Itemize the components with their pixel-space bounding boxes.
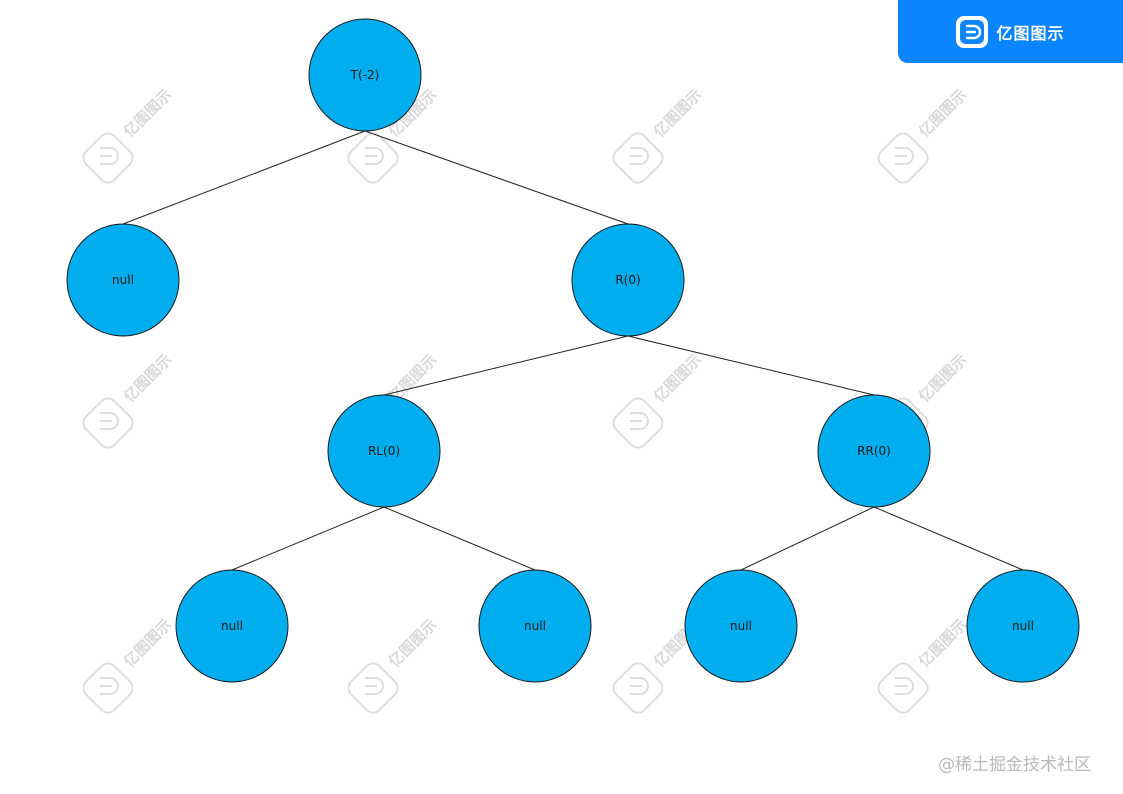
node-label: null	[730, 619, 752, 633]
node-circle	[308, 18, 422, 132]
watermark: 亿图图示	[82, 616, 175, 714]
watermark: 亿图图示	[82, 86, 175, 184]
watermark-logo-icon	[347, 662, 399, 714]
watermark-logo-icon	[877, 662, 929, 714]
watermark-text: 亿图图示	[915, 351, 970, 406]
watermark-text: 亿图图示	[650, 351, 705, 406]
watermark-logo-icon	[347, 132, 399, 184]
watermark-logo-icon	[82, 397, 134, 449]
edge-r-to-rl	[383, 335, 629, 396]
watermark-logo-icon	[612, 397, 664, 449]
edge-rr-to-rr-left	[740, 506, 875, 571]
watermark-logo-icon	[612, 662, 664, 714]
watermark-text: 亿图图示	[120, 616, 175, 671]
tree-edges	[122, 130, 1024, 571]
node-label: R(0)	[615, 273, 640, 287]
tree-node-rl-left[interactable]: null	[175, 569, 289, 683]
watermark-text: 亿图图示	[915, 616, 970, 671]
tree-node-r[interactable]: R(0)	[571, 223, 685, 337]
watermark: 亿图图示	[877, 86, 970, 184]
node-circle	[327, 394, 441, 508]
tree-node-root-left[interactable]: null	[66, 223, 180, 337]
watermark-text: 亿图图示	[120, 351, 175, 406]
node-circle	[66, 223, 180, 337]
watermark: 亿图图示	[877, 616, 970, 714]
watermark-logo-icon	[82, 132, 134, 184]
edge-root-to-root-left	[122, 130, 366, 225]
edge-rl-to-rl-right	[383, 506, 536, 571]
edge-rl-to-rl-left	[231, 506, 385, 571]
watermark-text: 亿图图示	[120, 86, 175, 141]
tree-node-rr[interactable]: RR(0)	[817, 394, 931, 508]
node-label: T(-2)	[350, 68, 380, 82]
watermark-text: 亿图图示	[915, 86, 970, 141]
watermark-text: 亿图图示	[650, 86, 705, 141]
node-label: RL(0)	[368, 444, 400, 458]
brand-name: 亿图图示	[996, 23, 1065, 43]
node-circle	[817, 394, 931, 508]
tree-node-rr-left[interactable]: null	[684, 569, 798, 683]
watermark-text: 亿图图示	[385, 616, 440, 671]
tree-node-rl-right[interactable]: null	[478, 569, 592, 683]
watermark-logo-icon	[82, 662, 134, 714]
node-circle	[571, 223, 685, 337]
watermark: 亿图图示	[82, 351, 175, 449]
node-circle	[478, 569, 592, 683]
node-circle	[684, 569, 798, 683]
edge-r-to-rr	[627, 335, 875, 396]
node-circle	[175, 569, 289, 683]
watermark: 亿图图示	[612, 86, 705, 184]
edge-root-to-r	[364, 130, 629, 225]
node-label: null	[1012, 619, 1034, 633]
tree-node-rl[interactable]: RL(0)	[327, 394, 441, 508]
watermark: 亿图图示	[612, 351, 705, 449]
node-label: null	[112, 273, 134, 287]
tree-node-rr-right[interactable]: null	[966, 569, 1080, 683]
node-circle	[966, 569, 1080, 683]
node-label: null	[221, 619, 243, 633]
edge-rr-to-rr-right	[873, 506, 1024, 571]
edraw-logo-icon	[956, 15, 989, 48]
watermark: 亿图图示	[347, 616, 440, 714]
node-label: null	[524, 619, 546, 633]
watermark-logo-icon	[877, 132, 929, 184]
brand-banner: 亿图图示	[898, 0, 1123, 63]
node-label: RR(0)	[857, 444, 891, 458]
tree-node-root[interactable]: T(-2)	[308, 18, 422, 132]
watermark-logo-icon	[612, 132, 664, 184]
source-credit: @稀土掘金技术社区	[938, 755, 1091, 775]
tree-nodes: T(-2) null R(0) RL(0) RR(0) null null null null	[66, 18, 1080, 683]
